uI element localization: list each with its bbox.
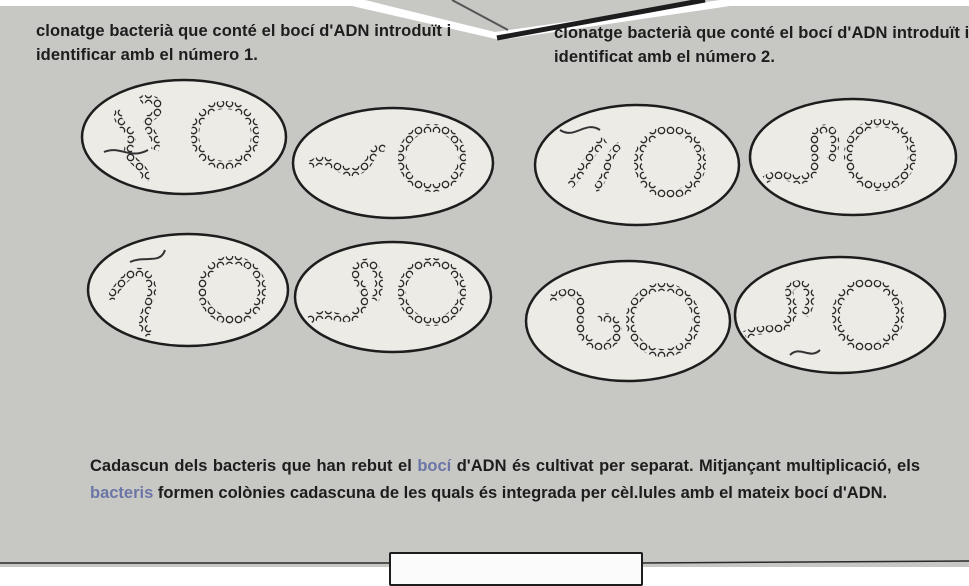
bacterium-2b [750,99,956,215]
bacterium-1b [293,108,493,218]
description-text: Cadascun dels bacteris que han rebut el … [90,453,920,507]
highlight-boci: bocí [417,457,451,475]
bacterium-2d [735,257,945,373]
highlight-bacteris: bacteris [90,484,153,502]
bacterium-2a [535,105,739,225]
bacterium-1d [295,242,491,352]
bacterium-1c [88,234,288,346]
empty-label-box [389,552,643,586]
bacterium-2c [526,261,730,381]
bacterium-1a [82,80,286,194]
